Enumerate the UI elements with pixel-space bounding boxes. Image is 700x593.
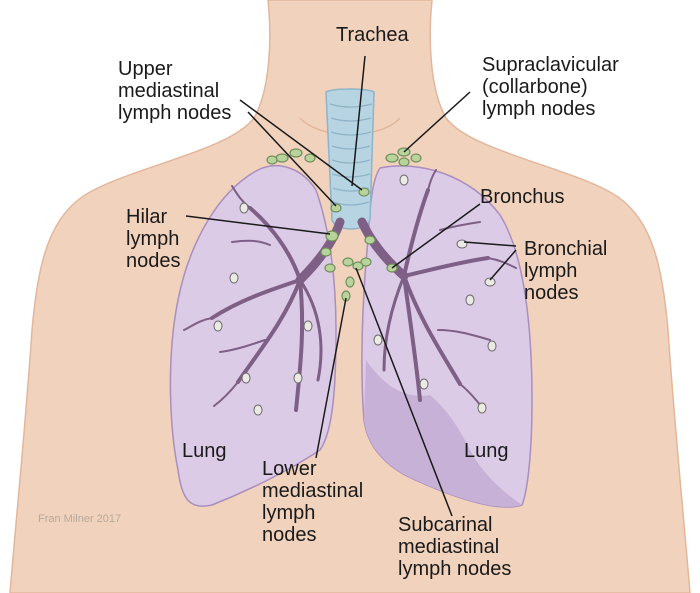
label-hilar: Hilar lymph nodes <box>126 206 181 272</box>
leader-bronchial-2 <box>489 249 517 281</box>
label-lower-mediastinal: Lower mediastinal lymph nodes <box>262 458 364 546</box>
leader-hilar <box>185 215 331 235</box>
label-lung-right: Lung <box>464 440 509 462</box>
label-lung-left: Lung <box>182 440 227 462</box>
label-trachea: Trachea <box>336 24 409 46</box>
leader-supraclavicular <box>403 91 471 153</box>
label-supraclavicular: Supraclavicular (collarbone) lymph nodes <box>482 54 619 120</box>
label-upper-mediastinal: Upper mediastinal lymph nodes <box>118 58 232 124</box>
leader-bronchus <box>391 203 481 269</box>
left-lung <box>169 165 337 507</box>
leader-trachea <box>351 55 366 187</box>
label-subcarinal: Subcarinal mediastinal lymph nodes <box>398 514 512 580</box>
leader-lines <box>185 55 517 517</box>
label-bronchial: Bronchial lymph nodes <box>524 238 608 304</box>
leader-upper-mediastinal-1 <box>239 99 363 191</box>
leader-subcarinal <box>355 267 453 517</box>
leader-upper-mediastinal-2 <box>247 111 337 207</box>
leader-bronchial-1 <box>463 241 517 247</box>
artist-credit: Fran Milner 2017 <box>38 513 122 525</box>
label-bronchus: Bronchus <box>480 186 565 208</box>
lung-lymph-nodes <box>213 174 497 416</box>
bronchial-tree <box>183 169 517 412</box>
leader-lower-mediastinal <box>315 297 347 459</box>
right-lung-lower-lobe-shading <box>364 360 522 508</box>
